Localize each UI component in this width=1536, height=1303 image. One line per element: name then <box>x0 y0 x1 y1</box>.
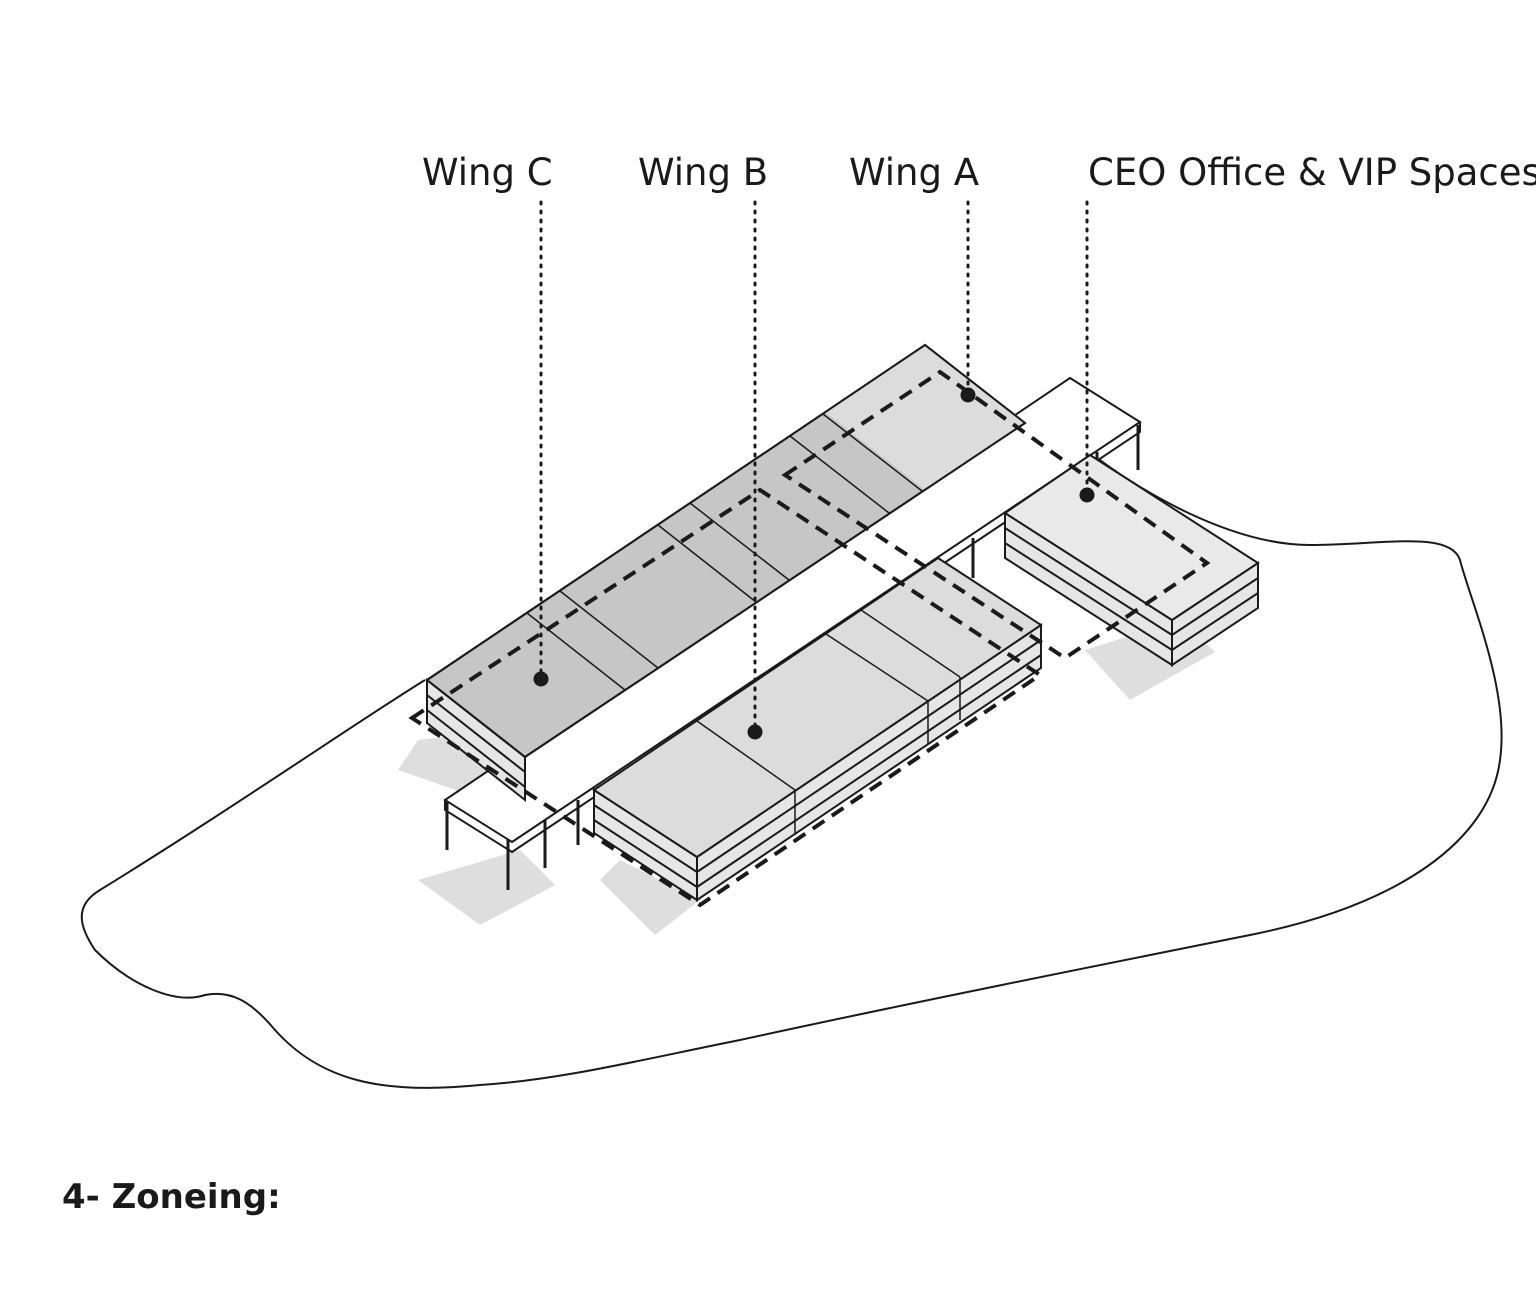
wing-b-block <box>592 556 1043 902</box>
marker-wing-b <box>747 724 763 740</box>
label-ceo-office: CEO Office & VIP Spaces <box>1088 151 1536 194</box>
label-wing-b: Wing B <box>638 151 769 194</box>
leader-lines <box>539 200 1089 732</box>
label-wing-c: Wing C <box>422 151 553 194</box>
ceo-roof <box>1003 453 1260 622</box>
zone-outline-wing-c <box>408 487 1044 908</box>
wing-b-dividers <box>696 609 961 833</box>
ceo-block <box>1003 453 1260 667</box>
zone-outlines <box>408 369 1211 908</box>
marker-ceo <box>1079 487 1095 503</box>
wing-a-roof-zone <box>825 345 1025 490</box>
wing-c-roof-outline <box>425 343 1027 759</box>
label-wing-a: Wing A <box>849 151 980 194</box>
wing-c-block <box>425 343 1027 803</box>
site-boundary <box>80 459 1503 1089</box>
zone-markers <box>533 387 1095 740</box>
wing-c-dividers <box>526 413 923 691</box>
marker-wing-a <box>960 387 976 403</box>
shadow-wing-b <box>600 860 700 935</box>
wing-b-roof <box>592 556 1043 859</box>
shadow-bridge <box>418 850 555 925</box>
zone-outline-wing-a <box>781 369 1211 661</box>
marker-wing-c <box>533 671 549 687</box>
bridge-edge <box>444 422 1141 854</box>
section-title: 4- Zoneing: <box>62 1177 281 1217</box>
